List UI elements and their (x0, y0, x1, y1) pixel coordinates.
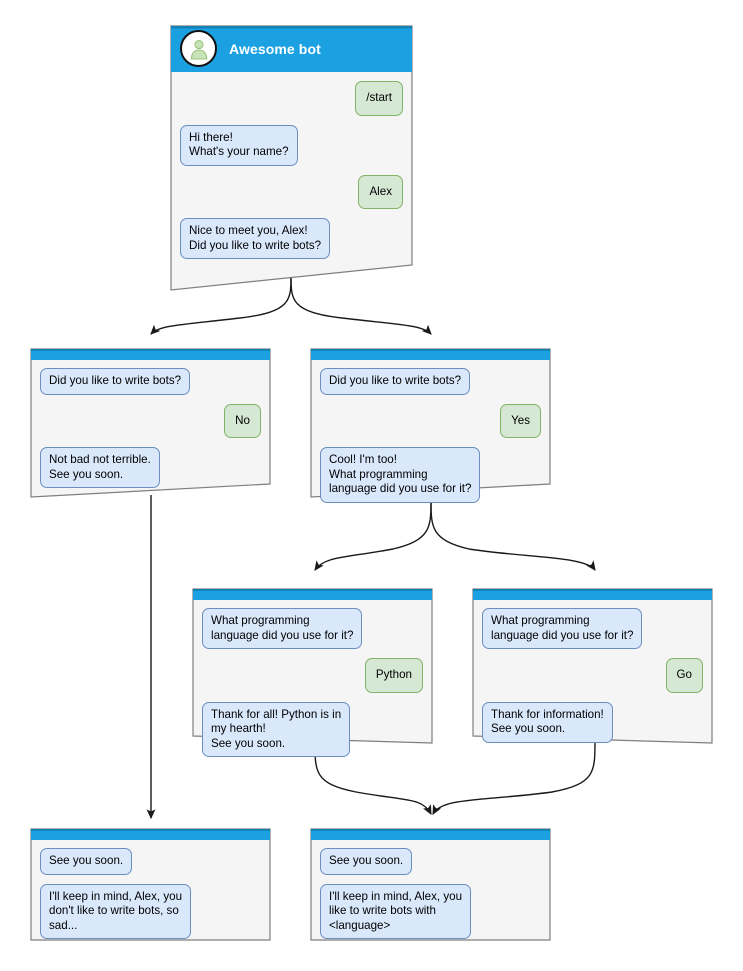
root-card-messages: /start Hi there! What's your name? Alex … (170, 72, 413, 268)
bot-message-bubble[interactable]: Did you like to write bots? (320, 368, 471, 395)
message-row: Hi there! What's your name? (180, 124, 403, 175)
python-card-header (192, 588, 433, 599)
message-row: Nice to meet you, Alex! Did you like to … (180, 218, 403, 268)
yes-card-header (310, 348, 551, 359)
bot-message-bubble[interactable]: Did you like to write bots? (40, 368, 191, 395)
user-message-bubble[interactable]: Yes (500, 403, 541, 438)
edge-go-to-end-happy (432, 740, 596, 815)
bot-message-bubble[interactable]: See you soon. (40, 848, 133, 875)
message-row: /start (180, 81, 403, 125)
message-row: I'll keep in mind, Alex, you don't like … (40, 883, 261, 949)
branch-python-card[interactable]: What programming language did you use fo… (192, 588, 433, 757)
branch-go-card[interactable]: What programming language did you use fo… (472, 588, 713, 744)
bot-message-bubble[interactable]: Thank for all! Python is in my hearth! S… (202, 701, 351, 757)
branch-no-card[interactable]: Did you like to write bots? No Not bad n… (30, 348, 271, 498)
message-row: Not bad not terrible. See you soon. (40, 447, 261, 497)
message-row: Alex (180, 174, 403, 219)
user-message-bubble[interactable]: /start (355, 81, 403, 116)
end-sad-card-messages: See you soon. I'll keep in mind, Alex, y… (30, 839, 271, 948)
bot-message-bubble[interactable]: See you soon. (320, 848, 413, 875)
end-sad-card[interactable]: See you soon. I'll keep in mind, Alex, y… (30, 828, 271, 941)
message-row: Did you like to write bots? (40, 368, 261, 404)
message-row: See you soon. (320, 848, 541, 884)
bot-message-bubble[interactable]: What programming language did you use fo… (482, 608, 643, 649)
bot-message-bubble[interactable]: Thank for information! See you soon. (482, 701, 613, 743)
message-row: No (40, 403, 261, 448)
bot-message-bubble[interactable]: Hi there! What's your name? (180, 124, 298, 166)
bot-message-bubble[interactable]: I'll keep in mind, Alex, you like to wri… (320, 883, 472, 939)
person-avatar-icon (180, 30, 217, 67)
message-row: Go (482, 658, 703, 702)
go-card-messages: What programming language did you use fo… (472, 599, 713, 752)
message-row: Python (202, 658, 423, 702)
root-card-title: Awesome bot (229, 40, 321, 57)
message-row: Yes (320, 403, 541, 448)
bot-message-bubble[interactable]: What programming language did you use fo… (202, 608, 363, 649)
message-row: Cool! I'm too! What programming language… (320, 447, 541, 512)
bot-message-bubble[interactable]: Nice to meet you, Alex! Did you like to … (180, 218, 331, 259)
go-card-header (472, 588, 713, 599)
user-message-bubble[interactable]: Alex (358, 174, 403, 209)
user-message-bubble[interactable]: Go (665, 658, 703, 693)
end-happy-card-header (310, 828, 551, 839)
yes-card-messages: Did you like to write bots? Yes Cool! I'… (310, 359, 551, 512)
message-row: I'll keep in mind, Alex, you like to wri… (320, 883, 541, 949)
end-happy-card-messages: See you soon. I'll keep in mind, Alex, y… (310, 839, 551, 948)
message-row: Did you like to write bots? (320, 368, 541, 404)
end-happy-card[interactable]: See you soon. I'll keep in mind, Alex, y… (310, 828, 551, 941)
bot-message-bubble[interactable]: I'll keep in mind, Alex, you don't like … (40, 883, 192, 939)
message-row: See you soon. (40, 848, 261, 884)
no-card-messages: Did you like to write bots? No Not bad n… (30, 359, 271, 497)
branch-yes-card[interactable]: Did you like to write bots? Yes Cool! I'… (310, 348, 551, 503)
message-row: Thank for all! Python is in my hearth! S… (202, 701, 423, 767)
user-message-bubble[interactable]: Python (364, 658, 423, 693)
message-row: What programming language did you use fo… (202, 608, 423, 658)
no-card-header (30, 348, 271, 359)
bot-message-bubble[interactable]: Not bad not terrible. See you soon. (40, 447, 160, 488)
python-card-messages: What programming language did you use fo… (192, 599, 433, 766)
bot-message-bubble[interactable]: Cool! I'm too! What programming language… (320, 447, 481, 503)
message-row: What programming language did you use fo… (482, 608, 703, 658)
user-message-bubble[interactable]: No (224, 403, 261, 438)
end-sad-card-header (30, 828, 271, 839)
root-start-card[interactable]: Awesome bot /start Hi there! What's your… (170, 25, 413, 291)
root-card-header: Awesome bot (170, 25, 413, 72)
message-row: Thank for information! See you soon. (482, 701, 703, 752)
